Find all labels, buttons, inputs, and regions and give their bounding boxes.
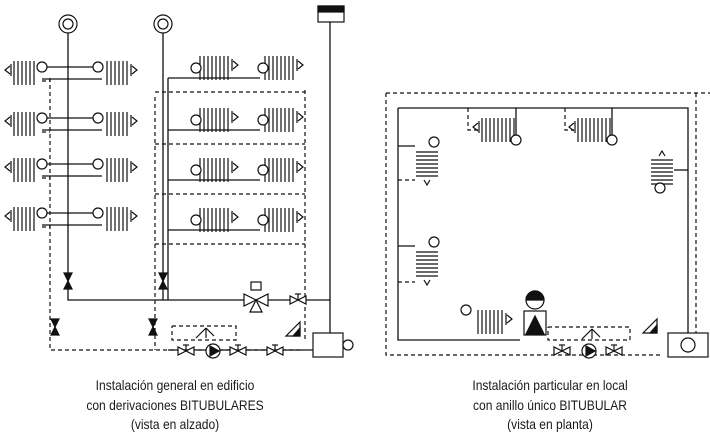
check-valve-icon	[195, 327, 215, 339]
radiator-icon	[106, 158, 138, 182]
valve-icon	[605, 344, 623, 356]
vent-icon	[284, 320, 301, 337]
radiator-icon	[199, 108, 239, 132]
radiator-icon	[106, 207, 138, 231]
valve-icon	[553, 344, 571, 356]
caption-building-installation: Instalación general en edificio con deri…	[55, 376, 296, 435]
radiator-icon	[106, 112, 138, 136]
valve-knob-icon	[428, 236, 440, 248]
caption-left-line2: con derivaciones BITUBULARES	[86, 396, 264, 413]
valve-knob-icon	[190, 214, 202, 226]
boiler-icon	[312, 332, 344, 358]
valve-icon	[289, 293, 307, 305]
valve-knob-icon	[190, 164, 202, 176]
radiator-icon	[106, 61, 138, 85]
valve-icon	[158, 272, 168, 290]
heating-installation-diagram	[4, 5, 710, 359]
valve-knob-icon	[36, 158, 48, 170]
valve-knob-icon	[36, 207, 48, 219]
radiator-icon	[199, 208, 239, 232]
expansion-tank-icon	[523, 290, 547, 336]
radiator-icon	[4, 61, 35, 85]
valve-icon	[177, 344, 195, 356]
radiator-icon	[264, 208, 304, 232]
valve-knob-icon	[92, 207, 104, 219]
caption-right-line2: con anillo único BITUBULAR	[473, 396, 627, 413]
radiator-icon	[4, 112, 35, 136]
radiator-icon	[568, 118, 611, 142]
radiator-icon	[416, 151, 438, 187]
three-way-valve-icon	[243, 281, 269, 313]
valve-knob-icon	[606, 134, 618, 146]
valve-icon	[148, 318, 158, 336]
radiator-icon	[264, 108, 304, 132]
valve-knob-icon	[36, 61, 48, 73]
radiator-icon	[264, 158, 304, 182]
valve-knob-icon	[92, 61, 104, 73]
valve-knob-icon	[92, 112, 104, 124]
valve-knob-icon	[257, 114, 269, 126]
radiator-icon	[651, 149, 673, 185]
meter-icon	[153, 14, 173, 34]
radiator-icon	[4, 207, 35, 231]
valve-knob-icon	[92, 158, 104, 170]
valve-knob-icon	[510, 134, 522, 146]
radiator-icon	[416, 251, 438, 287]
meter-icon	[58, 14, 78, 34]
radiator-icon	[472, 118, 515, 142]
valve-knob-icon	[654, 182, 666, 194]
radiator-icon	[477, 310, 513, 334]
valve-knob-icon	[190, 62, 202, 74]
caption-right-line1: Instalación particular en local	[472, 377, 628, 393]
valve-knob-icon	[460, 304, 472, 316]
radiator-icon	[199, 56, 239, 80]
vent-icon	[641, 317, 658, 334]
radiator-icon	[199, 158, 239, 182]
caption-left-line1: Instalación general en edificio	[95, 377, 255, 393]
caption-local-installation: Instalación particular en local con anil…	[421, 376, 679, 435]
radiator-icon	[4, 158, 35, 182]
valve-knob-icon	[257, 164, 269, 176]
caption-right-line3: (vista en planta)	[507, 416, 593, 432]
valve-knob-icon	[428, 136, 440, 148]
pump-icon	[205, 343, 221, 359]
valve-icon	[50, 318, 60, 336]
valve-knob-icon	[190, 114, 202, 126]
check-valve-icon	[581, 328, 601, 340]
caption-left-line3: (vista en alzado)	[130, 416, 220, 432]
radiator-icon	[264, 56, 304, 80]
valve-knob-icon	[257, 62, 269, 74]
pump-icon	[581, 343, 597, 359]
valve-knob-icon	[257, 214, 269, 226]
valve-icon	[63, 272, 73, 290]
valve-icon	[229, 344, 247, 356]
valve-icon	[266, 344, 284, 356]
valve-knob-icon	[36, 112, 48, 124]
